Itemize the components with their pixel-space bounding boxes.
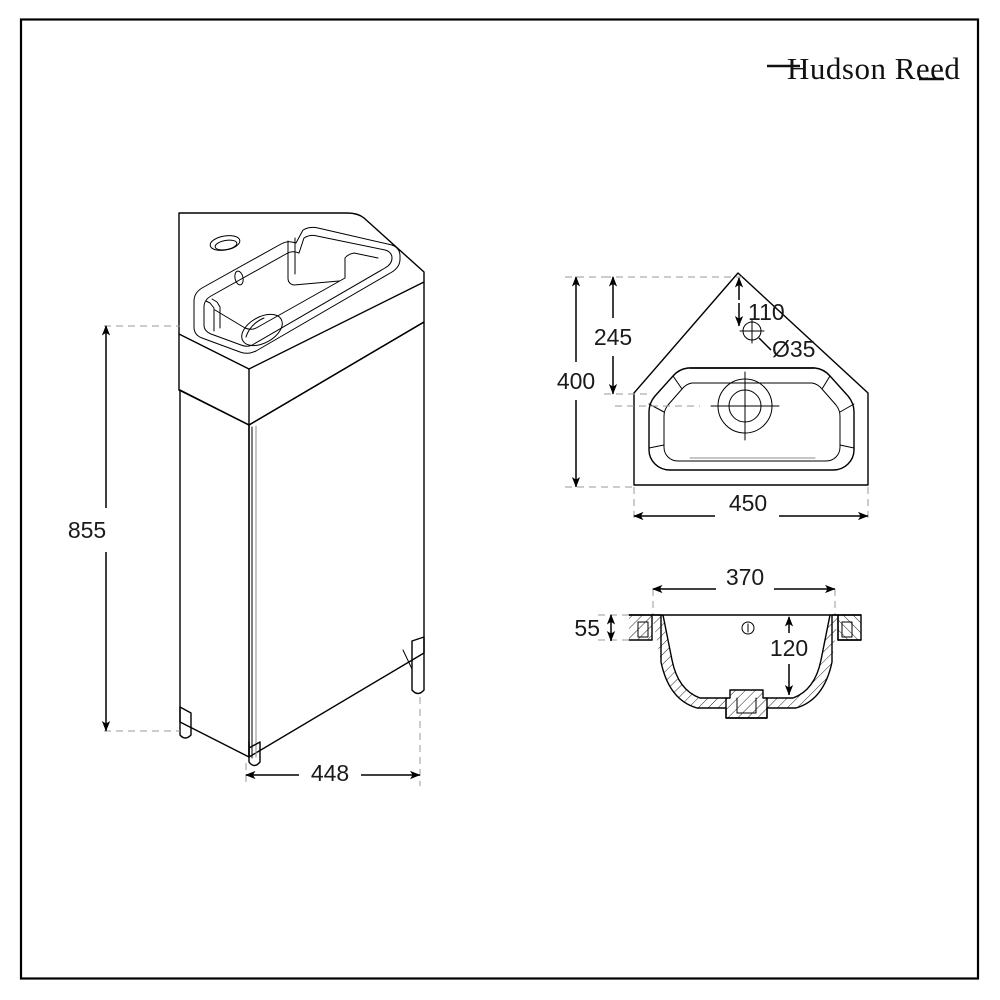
brand-logo: Hudson Reed (767, 51, 960, 86)
dim-label-55: 55 (574, 615, 600, 641)
waste-drain-outer (241, 313, 283, 347)
section-wall-hatch-right (838, 615, 861, 640)
basin-bowl-left-slope (205, 300, 215, 332)
section-inner-cavity (662, 614, 831, 699)
basin-bowl-left-slope-2 (211, 298, 221, 329)
dim-label-245: 245 (594, 324, 632, 350)
section-waste-boss (725, 697, 768, 719)
dim-label-120: 120 (770, 635, 808, 661)
section-shell-hatch (652, 615, 838, 718)
view-isometric: 855 448 (68, 212, 425, 786)
sheet-border (19, 18, 980, 980)
dimension-400: 400 (557, 276, 634, 488)
cabinet-front-face (248, 321, 425, 758)
dim-label-450: 450 (729, 490, 767, 516)
cabinet-left-face (179, 389, 250, 758)
leader-line-diameter (758, 337, 772, 351)
dimension-855: 855 (68, 325, 180, 732)
bowl-bevel-r (839, 403, 855, 413)
basin-bowl-rim-inner (203, 234, 393, 347)
dim-label-370: 370 (726, 564, 764, 590)
bowl-bevel-l (648, 403, 665, 413)
basin-plan-outline (633, 272, 869, 486)
cabinet-leg-front-center (248, 741, 261, 767)
basin-bowl-rear-wall (287, 240, 340, 286)
dim-label-110: 110 (748, 299, 785, 325)
dimension-370: 370 (652, 564, 836, 614)
cabinet-leg-front-left (179, 706, 192, 739)
view-section: 370 55 120 (574, 564, 862, 719)
section-right-ear-bore (841, 621, 853, 638)
basin-bowl-rim-outer (193, 226, 401, 354)
bowl-bevel-tl (672, 375, 683, 390)
basin-plan-bowl-inner (663, 382, 841, 462)
dimension-120: 120 (770, 616, 808, 696)
basin-slab-front-face (178, 368, 250, 426)
waste-drain-inner (245, 317, 265, 338)
dimension-245: 245 (594, 276, 742, 395)
dimension-55: 55 (574, 614, 632, 642)
bowl-bevel-bl (648, 444, 665, 449)
section-left-ear-bore (637, 621, 649, 638)
cabinet-leg-rear-right (411, 636, 425, 695)
basin-bowl-inner-wall (214, 257, 346, 330)
bowl-bevel-tr (821, 375, 831, 390)
section-overflow-icon (741, 621, 755, 635)
dim-label-400: 400 (557, 368, 595, 394)
basin-slab-right-face (248, 281, 425, 426)
dimension-448: 448 (245, 697, 421, 786)
overflow-hole-icon (234, 270, 244, 286)
dim-label-diameter-35: Ø35 (772, 336, 815, 362)
tap-hole-inner (214, 239, 238, 251)
section-wall-hatch-left (629, 615, 652, 640)
basin-slab-top-face (178, 212, 425, 370)
dimension-110: 110 (734, 277, 785, 327)
brand-logo-text: Hudson Reed (787, 51, 960, 86)
cabinet-leg-bracket (402, 649, 413, 670)
dimension-450: 450 (633, 487, 869, 522)
dim-label-448: 448 (311, 760, 349, 786)
view-plan: Ø35 110 245 400 (557, 272, 869, 522)
bowl-bevel-br (839, 444, 855, 449)
dim-label-855: 855 (68, 517, 106, 543)
basin-bowl-back-step (344, 252, 379, 259)
